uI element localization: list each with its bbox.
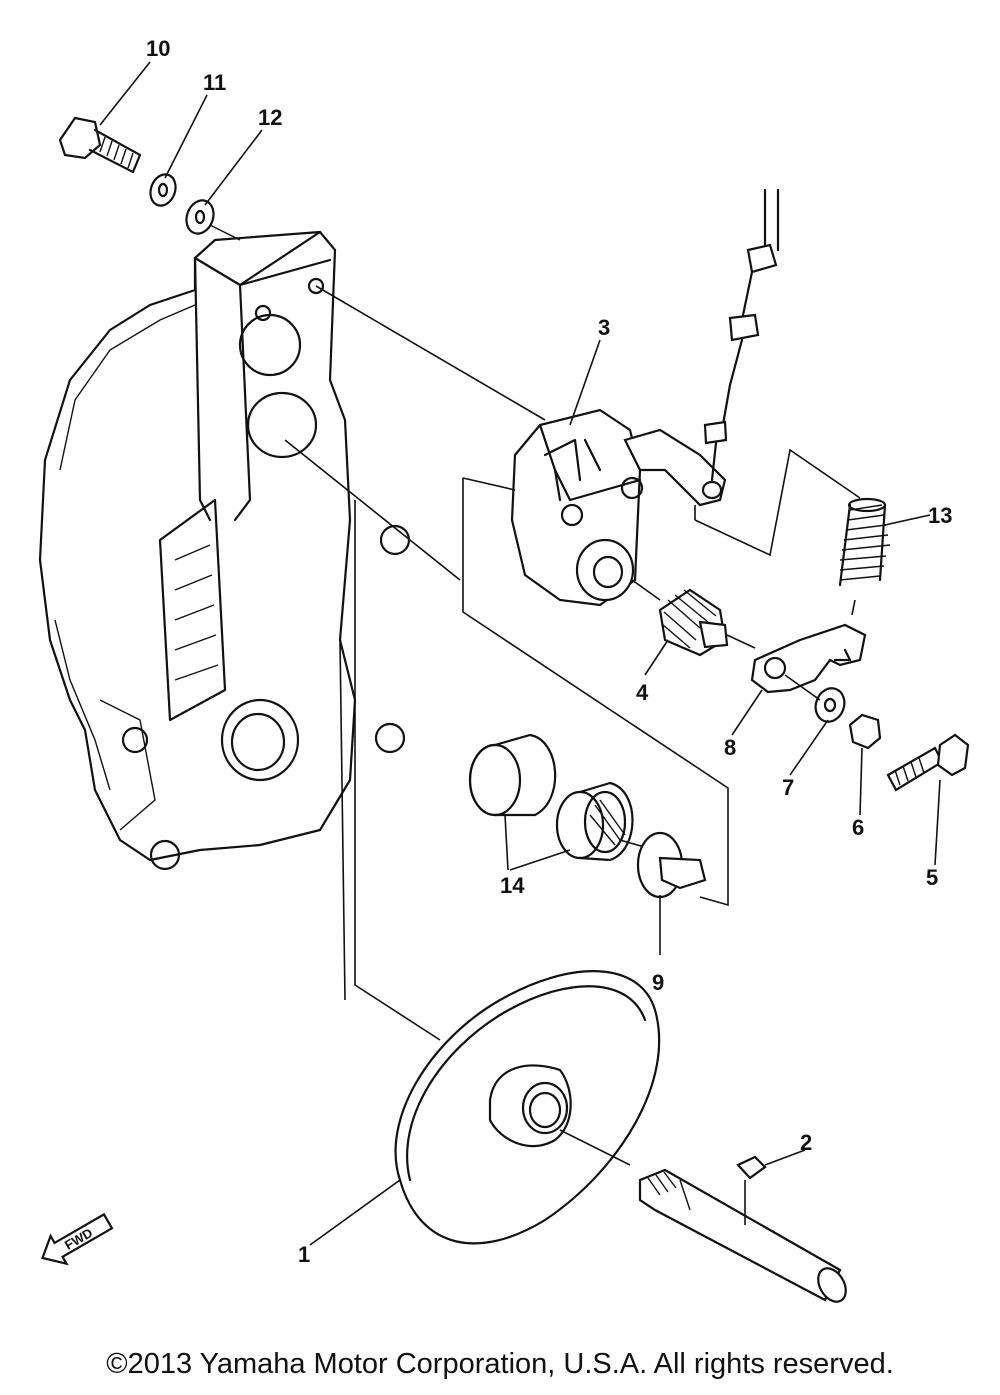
sheave-1 [394, 970, 661, 1245]
callout-9: 9 [652, 970, 664, 995]
callout-13: 13 [928, 503, 952, 528]
callout-7: 7 [782, 775, 794, 800]
callout-4: 4 [636, 680, 649, 705]
cap-set-14 [468, 733, 634, 862]
callout-12: 12 [258, 105, 282, 130]
pinion-gear-4 [658, 588, 729, 657]
callout-5: 5 [926, 865, 938, 890]
washer-11 [149, 173, 177, 207]
shaft [638, 1168, 847, 1303]
bolt-5 [886, 733, 970, 792]
spring-13 [838, 497, 891, 587]
callout-11: 11 [203, 70, 226, 95]
key-2 [736, 1155, 767, 1180]
callout-2: 2 [800, 1130, 812, 1155]
forward-direction-arrow: FWD [41, 1212, 114, 1266]
nut-6 [848, 713, 882, 750]
callout-3: 3 [598, 315, 610, 340]
plate-9 [636, 831, 707, 899]
copyright-notice: ©2013 Yamaha Motor Corporation, U.S.A. A… [106, 1348, 894, 1380]
exploded-parts-diagram: 10 11 12 3 13 4 8 7 6 5 14 9 2 1 FWD [38, 36, 970, 1303]
callout-6: 6 [852, 815, 864, 840]
throttle-cable [703, 188, 780, 482]
callout-10: 10 [146, 36, 170, 61]
housing-case [38, 230, 411, 871]
bolt-10 [58, 116, 142, 174]
callout-14: 14 [500, 873, 525, 898]
callout-1: 1 [298, 1242, 310, 1267]
washer-12 [185, 199, 215, 235]
lever-8 [750, 623, 867, 694]
callout-8: 8 [724, 735, 736, 760]
washer-7 [814, 687, 846, 723]
holder-3 [510, 408, 727, 607]
